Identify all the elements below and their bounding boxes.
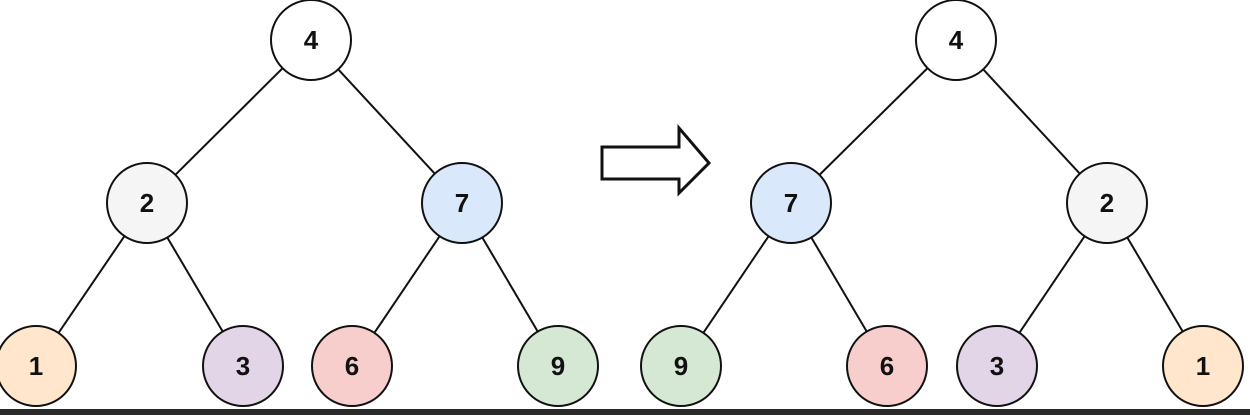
- tree-node: 3: [202, 325, 284, 407]
- node-circle: [1066, 162, 1148, 244]
- node-circle: [311, 325, 393, 407]
- node-circle: [517, 325, 599, 407]
- tree-node: 7: [750, 162, 832, 244]
- node-circle: [640, 325, 722, 407]
- tree-edge: [337, 68, 436, 175]
- node-circle: [956, 325, 1038, 407]
- tree-node: 4: [270, 0, 352, 81]
- tree-edge: [57, 235, 126, 334]
- tree-node: 9: [640, 325, 722, 407]
- tree-node: 1: [0, 325, 77, 407]
- node-label: 6: [345, 351, 359, 381]
- node-circle: [1162, 325, 1244, 407]
- tree-edge: [702, 235, 770, 334]
- node-label: 2: [1100, 188, 1114, 218]
- bottom-edge-bar: [0, 409, 1250, 415]
- node-circle: [915, 0, 997, 81]
- node-label: 3: [236, 351, 250, 381]
- tree-edge: [481, 236, 539, 333]
- node-label: 7: [784, 188, 798, 218]
- tree-node: 6: [846, 325, 928, 407]
- tree-edge: [810, 236, 868, 333]
- node-label: 4: [304, 25, 319, 55]
- node-label: 9: [674, 351, 688, 381]
- node-circle: [270, 0, 352, 81]
- right-arrow-icon: [600, 123, 712, 197]
- tree-node: 9: [517, 325, 599, 407]
- node-circle: [106, 162, 188, 244]
- node-label: 1: [29, 351, 43, 381]
- tree-node: 2: [1066, 162, 1148, 244]
- node-label: 9: [551, 351, 565, 381]
- tree-node: 4: [915, 0, 997, 81]
- tree-edge: [174, 67, 284, 176]
- node-circle: [0, 325, 77, 407]
- node-label: 6: [880, 351, 894, 381]
- inverted-tree: 4 7 2 9 6 3 1: [640, 0, 1244, 407]
- node-circle: [202, 325, 284, 407]
- tree-edge: [1126, 236, 1184, 333]
- tree-node: 1: [1162, 325, 1244, 407]
- tree-edge: [982, 68, 1081, 175]
- node-label: 2: [140, 188, 154, 218]
- tree-node: 2: [106, 162, 188, 244]
- tree-edge: [373, 235, 441, 334]
- original-tree: 4 2 7 1 3 6 9: [0, 0, 599, 407]
- node-label: 7: [455, 188, 469, 218]
- tree-edge: [166, 236, 224, 333]
- node-label: 1: [1196, 351, 1210, 381]
- node-circle: [421, 162, 503, 244]
- tree-edge: [818, 67, 929, 176]
- node-label: 3: [990, 351, 1004, 381]
- node-circle: [750, 162, 832, 244]
- tree-node: 6: [311, 325, 393, 407]
- tree-edge: [1018, 235, 1086, 334]
- node-circle: [846, 325, 928, 407]
- tree-node: 3: [956, 325, 1038, 407]
- node-label: 4: [949, 25, 964, 55]
- tree-node: 7: [421, 162, 503, 244]
